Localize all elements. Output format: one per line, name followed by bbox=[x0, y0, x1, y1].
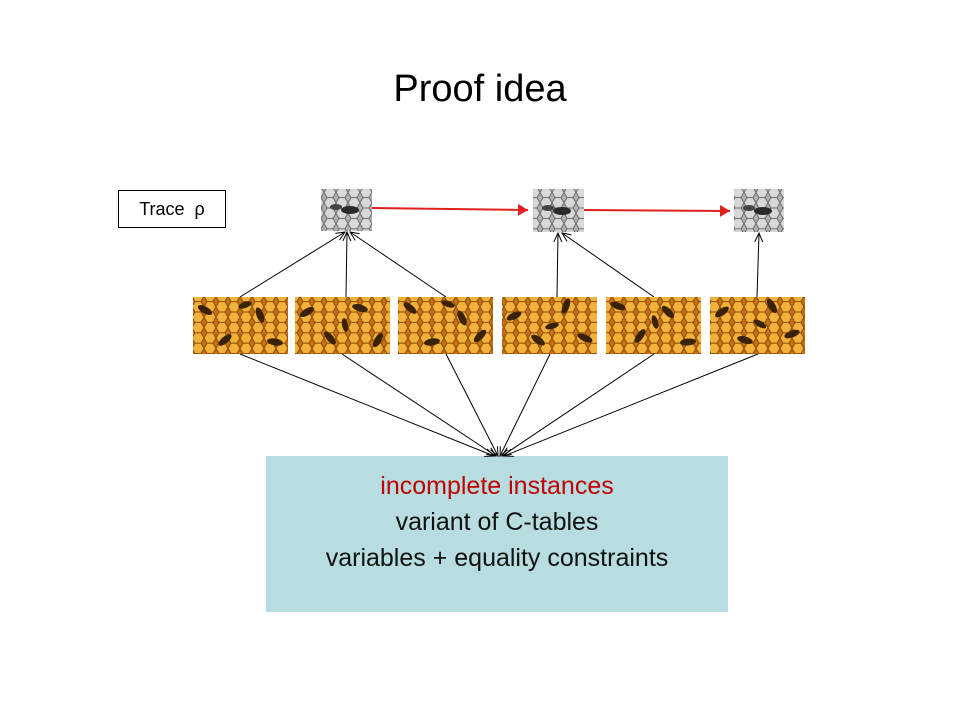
trace-arrow-2 bbox=[583, 204, 731, 217]
instance-3 bbox=[398, 297, 493, 354]
instance-to-state-connectors bbox=[239, 232, 759, 298]
bees-icon bbox=[197, 301, 283, 346]
bees-icon bbox=[715, 298, 800, 344]
trace-label: Trace ρ bbox=[139, 198, 205, 219]
bee-icon bbox=[330, 204, 359, 214]
incomplete-instances-box: incomplete instances variant of C-tables… bbox=[266, 456, 728, 612]
trace-state-3 bbox=[734, 189, 784, 232]
instance-1 bbox=[193, 297, 288, 354]
bee-icon bbox=[743, 205, 772, 215]
bee-icon bbox=[542, 205, 571, 215]
trace-label-box: Trace ρ bbox=[118, 190, 226, 228]
bees-icon bbox=[506, 298, 593, 346]
trace-state-1 bbox=[321, 189, 372, 231]
instance-5 bbox=[606, 297, 701, 354]
trace-state-2 bbox=[533, 189, 584, 232]
bees-icon bbox=[403, 300, 487, 346]
instance-2 bbox=[295, 297, 390, 354]
instance-to-box-connectors bbox=[239, 353, 759, 456]
instance-4 bbox=[502, 297, 597, 354]
bees-icon bbox=[299, 304, 384, 348]
bees-icon bbox=[610, 301, 696, 346]
slide-title: Proof idea bbox=[393, 68, 567, 110]
instance-6 bbox=[710, 297, 805, 354]
box-line-incomplete-instances: incomplete instances bbox=[380, 472, 614, 500]
trace-arrow-1 bbox=[371, 203, 529, 216]
box-line-c-tables: variant of C-tables bbox=[395, 508, 599, 536]
box-line-constraints: variables + equality constraints bbox=[325, 544, 669, 572]
